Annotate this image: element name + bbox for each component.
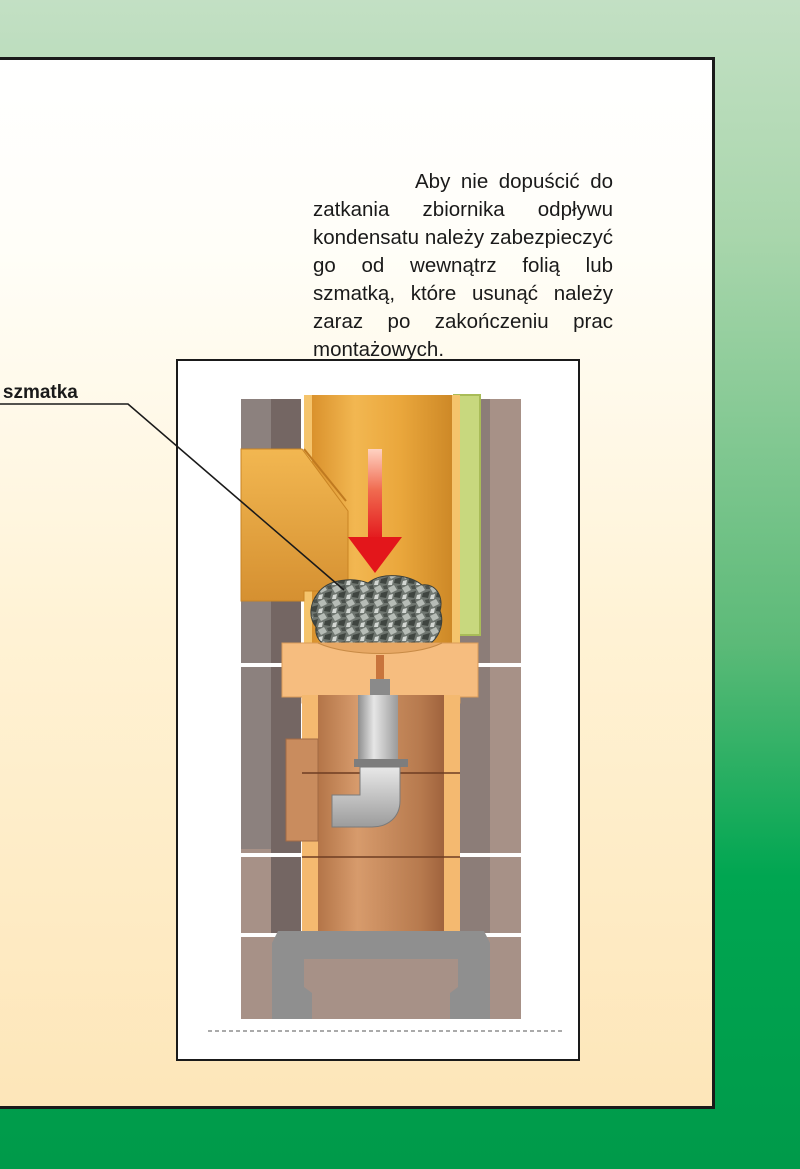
drain-stem <box>376 655 384 697</box>
outer-wall-right <box>490 399 521 1019</box>
callout-label: o szmatka <box>0 382 78 404</box>
callout-text: o szmatka <box>0 382 78 403</box>
drain-elbow <box>331 766 401 828</box>
base-plinth <box>272 931 490 1019</box>
instruction-body: Aby nie dopuścić do zatkania zbiornika o… <box>313 170 613 361</box>
chimney-cross-section-drawing <box>208 394 564 1032</box>
drain-pipe <box>358 695 398 765</box>
arrow-shaft <box>368 449 382 541</box>
inspection-opening <box>285 738 319 842</box>
down-arrow-icon <box>348 537 402 573</box>
pipe-clamp <box>354 759 408 767</box>
instruction-text: Aby nie dopuścić do zatkania zbiornika o… <box>313 168 613 364</box>
ceramic-edge-right <box>444 695 460 931</box>
upper-pipe-edge-right <box>452 395 460 643</box>
rag-protection <box>310 575 443 655</box>
clamp-top <box>370 679 390 695</box>
chimney-cross-section-diagram <box>176 359 580 1061</box>
collector-funnel <box>317 642 443 654</box>
